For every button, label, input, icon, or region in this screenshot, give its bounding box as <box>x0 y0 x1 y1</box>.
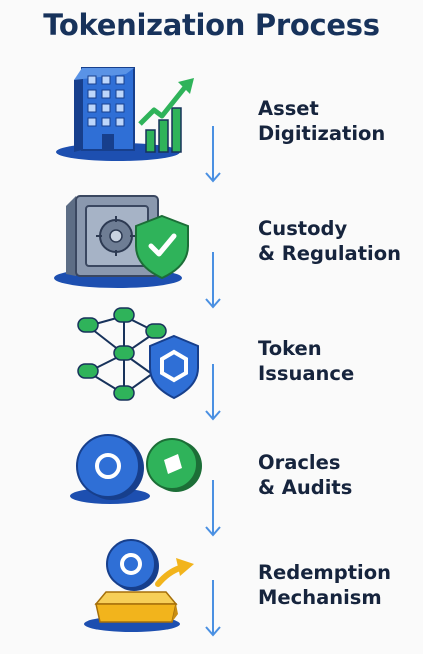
arrow-down-icon <box>205 252 221 309</box>
arrow-down-icon <box>205 480 221 537</box>
blockchain-network-icon <box>77 307 199 401</box>
building-growth-icon <box>56 67 194 161</box>
step-custody-regulation: Custody& Regulation <box>0 186 423 309</box>
step-oracles-audits: Oracles& Audits <box>0 422 423 542</box>
arrow-down-icon <box>205 126 221 183</box>
coins-icon <box>70 434 202 504</box>
gold-bar-exchange-icon <box>84 539 194 632</box>
step-label: Custody& Regulation <box>258 217 402 265</box>
arrow-down-icon <box>205 580 221 637</box>
page-title: Tokenization Process <box>43 8 380 42</box>
step-label: Oracles& Audits <box>258 451 353 499</box>
arrow-down-icon <box>205 364 221 421</box>
vault-shield-icon <box>54 195 189 288</box>
